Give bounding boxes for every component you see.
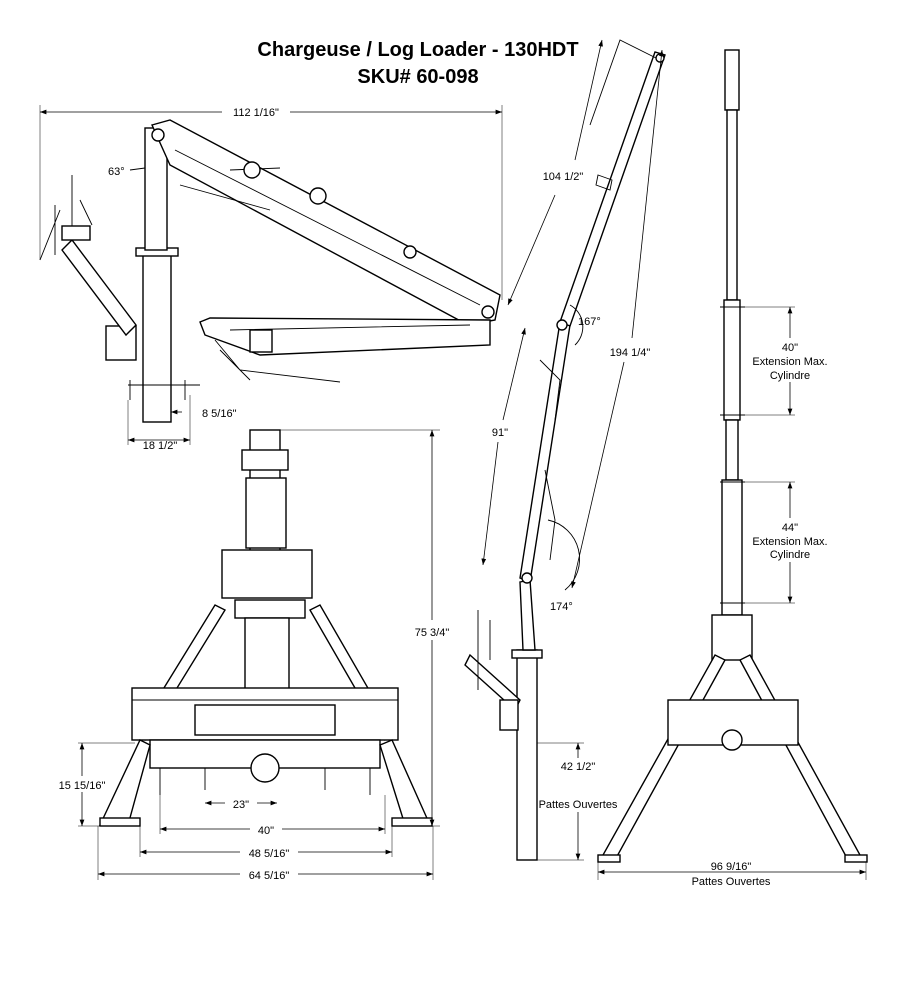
dim-foot-height-label: 15 15/16" [59,780,106,792]
dim-legs-height-label: 42 1/2" [561,761,596,773]
extended-view-loader [464,39,666,861]
angle-167-arc [569,304,584,346]
dimension-width-48: 48 5/16" [139,826,393,860]
dimension-total-length: 194 1/4" [571,49,664,589]
angle-174-arc [547,519,581,591]
dim-front-height-label: 75 3/4" [415,627,450,639]
cyl1-value-label: 40" [782,342,798,354]
dim-40-label: 40" [258,825,274,837]
cyl2-value-label: 44" [782,522,798,534]
angle-174-label: 174° [550,601,573,613]
dimension-vertical-width: 96 9/16" Pattes Ouvertes [597,861,867,888]
dimension-lower-length: 91" [481,327,526,566]
dimension-front-height: 75 3/4" [280,429,450,827]
vertical-legs-open-label: Pattes Ouvertes [692,876,771,888]
dimension-cylinder-1: 40" Extension Max. Cylindre [745,306,828,416]
dimension-base-width: 18 1/2" [127,400,190,452]
dim-total-length-label: 194 1/4" [610,347,651,359]
dim-23-label: 23" [233,799,249,811]
dimension-width-64: 64 5/16" [97,826,434,882]
dimension-cylinder-2: 44" Extension Max. Cylindre [745,481,828,604]
dimension-legs-height: 42 1/2" Pattes Ouvertes [537,742,618,861]
legs-open-label: Pattes Ouvertes [539,799,618,811]
dim-lower-length-label: 91" [492,427,508,439]
dim-base-offset-label: 8 5/16" [202,408,237,420]
dimension-base-offset: 8 5/16" [170,395,237,445]
title-line-1: Chargeuse / Log Loader - 130HDT [257,39,578,61]
dimension-width-40: 40" [159,795,386,837]
cyl1-extension-label: Extension Max. [752,356,827,368]
vertical-view-loader [597,49,868,863]
angle-167-label: 167° [578,316,601,328]
dimension-foot-height: 15 15/16" [59,742,135,827]
dimension-reach: 112 1/16" [39,105,503,300]
dim-boom-length-label: 104 1/2" [543,171,584,183]
angle-63-label: 63° [108,166,125,178]
cyl1-cylinder-label: Cylindre [770,370,810,382]
title-line-2: SKU# 60-098 [357,66,478,88]
dimension-boom-length: 104 1/2" [507,39,603,306]
dim-reach-label: 112 1/16" [233,107,279,119]
dim-48-label: 48 5/16" [249,848,290,860]
cyl2-extension-label: Extension Max. [752,536,827,548]
dim-64-label: 64 5/16" [249,870,290,882]
dim-base-width-label: 18 1/2" [143,440,178,452]
front-view-loader [98,429,433,827]
dimension-width-23: 23" [205,799,277,811]
cyl2-cylinder-label: Cylindre [770,549,810,561]
side-view-loader [39,119,501,423]
dim-vertical-width-label: 96 9/16" [711,861,752,873]
